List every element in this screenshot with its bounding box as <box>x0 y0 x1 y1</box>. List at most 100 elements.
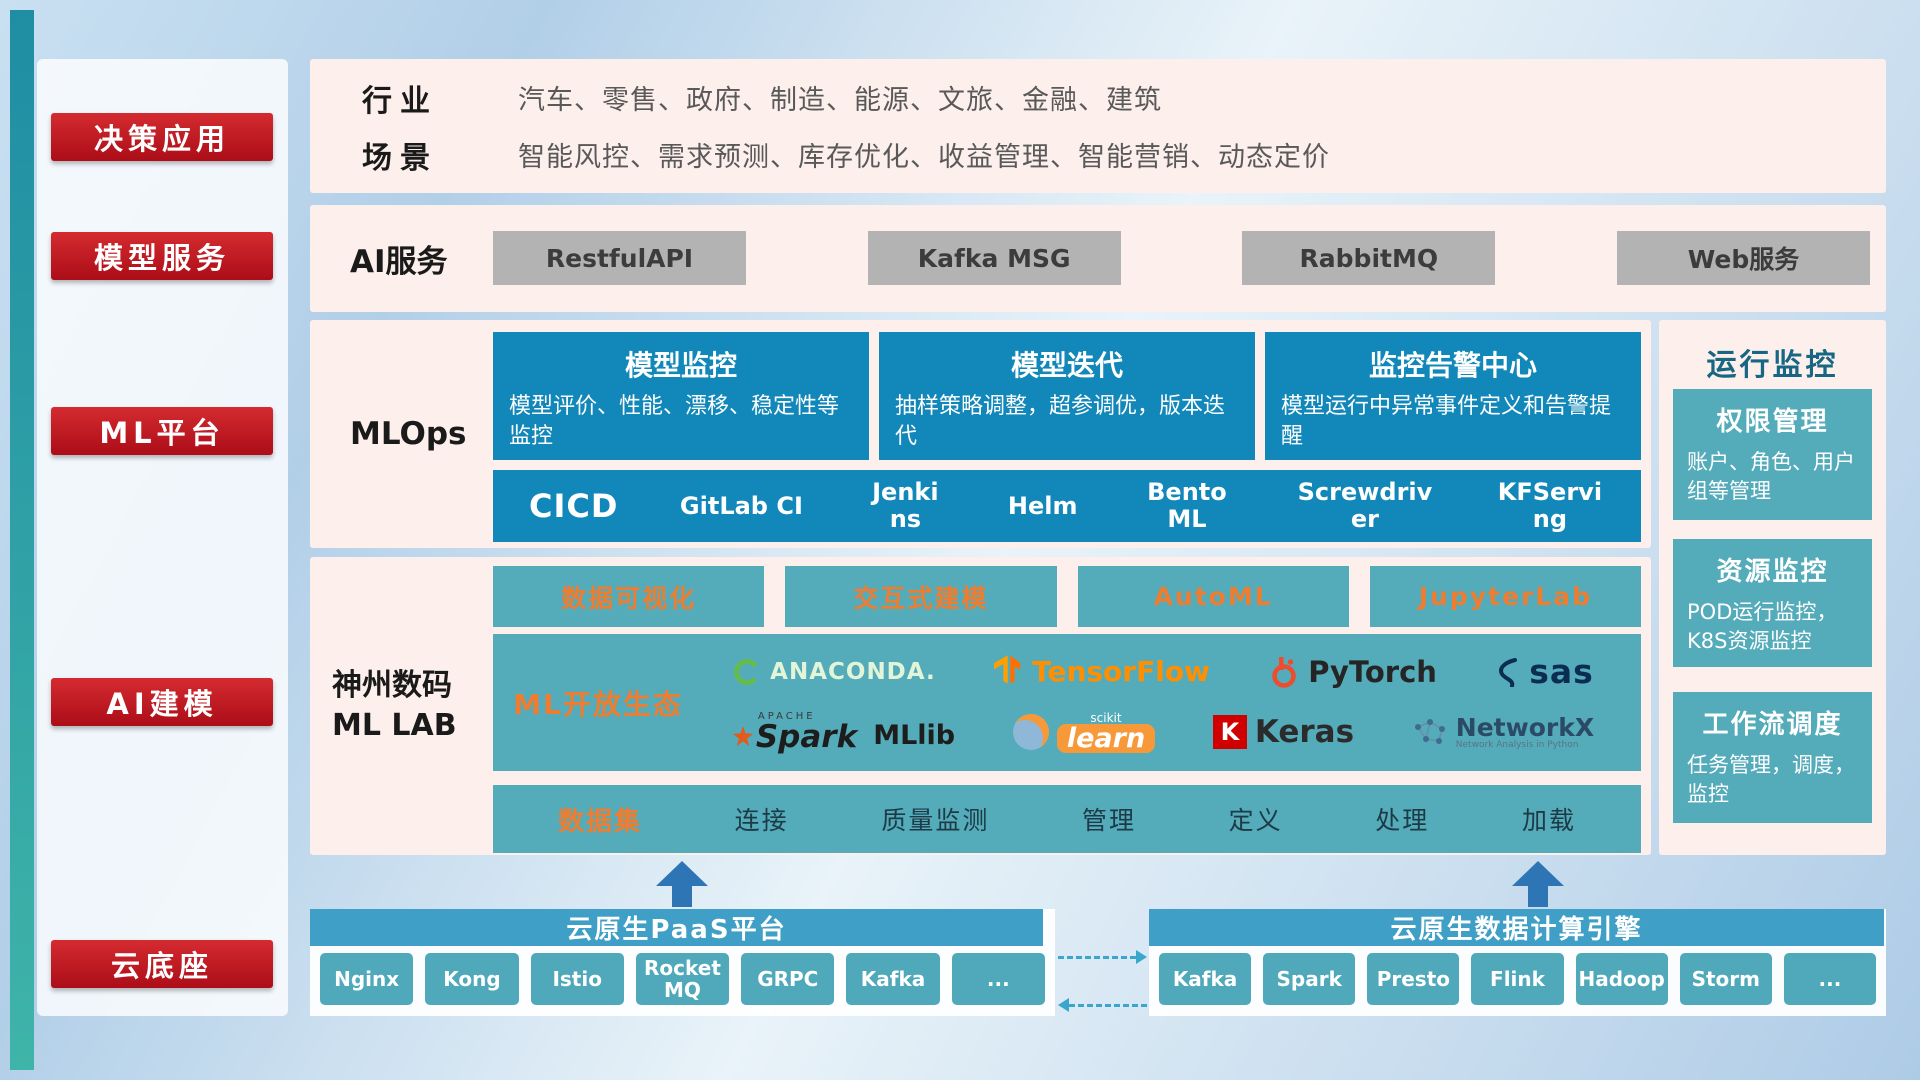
card-title: 模型迭代 <box>1010 349 1123 382</box>
engine-hadoop: Hadoop <box>1575 953 1668 1005</box>
ecosystem-logos: ANACONDA. TensorFlow <box>703 634 1641 771</box>
scikit-learn-icon <box>1012 714 1049 751</box>
mllab-label-line2: ML LAB <box>332 708 457 743</box>
layer-sidebar: 决策应用 模型服务 ML平台 AI建模 云底座 <box>37 59 288 1016</box>
scenario-list: 智能风控、需求预测、库存优化、收益管理、智能营销、动态定价 <box>518 142 1330 173</box>
tool-helm: Helm <box>1007 491 1078 520</box>
keras-logo: K Keras <box>1212 714 1354 750</box>
tool-data-visualization: 数据可视化 <box>493 566 765 627</box>
dataset-connect: 连接 <box>734 806 789 835</box>
card-resource-monitor: 资源监控 POD运行监控，K8S资源监控 <box>1673 539 1872 667</box>
service-rabbitmq: RabbitMQ <box>1242 231 1496 285</box>
card-desc: 任务管理，调度，监控 <box>1687 753 1855 807</box>
card-desc: POD运行监控，K8S资源监控 <box>1687 600 1838 654</box>
layer-label-model-service: 模型服务 <box>51 232 273 280</box>
ecosystem-logos-row1: ANACONDA. TensorFlow <box>703 652 1623 691</box>
layer-label-ai-modeling: AI建模 <box>51 678 273 726</box>
industry-label: 行业 <box>362 83 438 119</box>
tool-jupyterlab: JupyterLab <box>1369 566 1641 627</box>
paas-grpc: GRPC <box>741 953 835 1005</box>
dataset-load: 加载 <box>1521 806 1576 835</box>
anaconda-icon <box>734 658 761 685</box>
scikit-learn-logo: scikit learn <box>1012 712 1156 753</box>
engine-more: ... <box>1783 953 1876 1005</box>
sas-logo: sas <box>1495 652 1594 691</box>
tensorflow-logo: TensorFlow <box>994 655 1210 688</box>
industry-list: 汽车、零售、政府、制造、能源、文旅、金融、建筑 <box>518 85 1162 116</box>
arrow-stem <box>672 886 692 907</box>
card-title: 监控告警中心 <box>1368 349 1537 382</box>
scenario-label: 场景 <box>362 140 438 176</box>
dataset-label: 数据集 <box>558 806 643 837</box>
pytorch-icon <box>1272 656 1296 688</box>
spark-label: Spark <box>755 718 858 755</box>
arrow-head-left <box>1058 998 1069 1012</box>
mllab-band: 神州数码 ML LAB 数据可视化 交互式建模 AutoML JupyterLa… <box>310 557 1651 855</box>
dashed-arrow-right <box>1058 950 1147 964</box>
ai-service-label: AI服务 <box>350 244 448 280</box>
card-model-monitoring: 模型监控 模型评价、性能、漂移、稳定性等监控 <box>493 332 869 460</box>
scenario-row: 场景 智能风控、需求预测、库存优化、收益管理、智能营销、动态定价 <box>310 133 1886 177</box>
industry-row: 行业 汽车、零售、政府、制造、能源、文旅、金融、建筑 <box>310 76 1886 120</box>
layer-label-cloud-base: 云底座 <box>51 940 273 988</box>
spark-star-icon <box>732 726 753 747</box>
engine-kafka: Kafka <box>1159 953 1252 1005</box>
arrow-head <box>1512 861 1564 886</box>
layer-label-ml-platform: ML平台 <box>51 407 273 455</box>
cloud-paas-items: Nginx Kong Istio RocketMQ GRPC Kafka ... <box>310 946 1055 1005</box>
paas-istio: Istio <box>530 953 624 1005</box>
paas-rocketmq: RocketMQ <box>635 953 730 1005</box>
cloud-engine-items: Kafka Spark Presto Flink Hadoop Storm ..… <box>1149 946 1886 1005</box>
tool-interactive-modeling: 交互式建模 <box>785 566 1057 627</box>
pytorch-logo: PyTorch <box>1268 655 1437 689</box>
mllib-label: MLlib <box>873 719 956 751</box>
ai-service-band: AI服务 RestfulAPI Kafka MSG RabbitMQ Web服务 <box>310 205 1886 312</box>
mlops-band: MLOps 模型监控 模型评价、性能、漂移、稳定性等监控 模型迭代 抽样策略调整… <box>310 320 1651 548</box>
apache-label: APACHE <box>757 710 816 722</box>
sas-icon <box>1499 657 1518 687</box>
engine-presto: Presto <box>1367 953 1460 1005</box>
cicd-bar: CICD GitLab CI Jenkins Helm BentoML Scre… <box>493 470 1641 542</box>
dataset-define: 定义 <box>1228 806 1283 835</box>
dataset-manage: 管理 <box>1081 806 1136 835</box>
mlops-label: MLOps <box>350 416 467 452</box>
mlops-cards: 模型监控 模型评价、性能、漂移、稳定性等监控 模型迭代 抽样策略调整，超参调优，… <box>493 332 1641 460</box>
paas-more: ... <box>951 953 1045 1005</box>
scikit-learn-label: learn <box>1056 723 1156 753</box>
engine-flink: Flink <box>1471 953 1564 1005</box>
card-title: 工作流调度 <box>1702 710 1843 740</box>
pytorch-label: PyTorch <box>1308 654 1437 689</box>
left-accent-strip <box>10 10 34 1070</box>
card-alert-center: 监控告警中心 模型运行中异常事件定义和告警提醒 <box>1265 332 1641 460</box>
card-model-iteration: 模型迭代 抽样策略调整，超参调优，版本迭代 <box>879 332 1255 460</box>
anaconda-logo: ANACONDA. <box>732 657 936 687</box>
card-desc: 模型运行中异常事件定义和告警提醒 <box>1281 394 1612 449</box>
up-arrow-paas <box>656 861 708 907</box>
tensorflow-icon <box>994 655 1021 684</box>
tensorflow-label: TensorFlow <box>1032 655 1210 689</box>
cloud-engine-title: 云原生数据计算引擎 <box>1149 909 1884 946</box>
cloud-data-engine-group: 云原生数据计算引擎 Kafka Spark Presto Flink Hadoo… <box>1149 909 1886 1016</box>
card-desc: 账户、角色、用户组等管理 <box>1687 450 1855 504</box>
networkx-text: NetworkX Network Analysis in Python <box>1456 714 1594 751</box>
cloud-paas-title: 云原生PaaS平台 <box>310 909 1043 946</box>
tool-gitlab-ci: GitLab CI <box>679 491 803 520</box>
ecosystem-logos-row2: APACHE Spark MLlib scikit learn <box>703 710 1623 755</box>
mllab-label: 神州数码 ML LAB <box>332 557 502 855</box>
anaconda-label: ANACONDA. <box>770 658 936 685</box>
runtime-monitor-title: 运行监控 <box>1706 348 1839 383</box>
service-restfulapi: RestfulAPI <box>493 231 746 285</box>
card-title: 模型监控 <box>624 349 737 382</box>
dataset-quality: 质量监测 <box>881 806 990 835</box>
spark-mllib-logo: APACHE Spark MLlib <box>732 710 956 755</box>
spark-logo: APACHE Spark <box>732 710 858 755</box>
paas-kong: Kong <box>425 953 519 1005</box>
ai-service-buttons: RestfulAPI Kafka MSG RabbitMQ Web服务 <box>493 231 1870 285</box>
cicd-label: CICD <box>529 487 619 525</box>
engine-storm: Storm <box>1679 953 1772 1005</box>
ml-ecosystem-box: ML开放生态 ANACONDA. TensorFlow <box>493 634 1641 771</box>
dashed-line <box>1069 1003 1147 1007</box>
keras-icon: K <box>1212 715 1247 750</box>
dataset-bar: 数据集 连接 质量监测 管理 定义 处理 加载 <box>493 785 1641 853</box>
